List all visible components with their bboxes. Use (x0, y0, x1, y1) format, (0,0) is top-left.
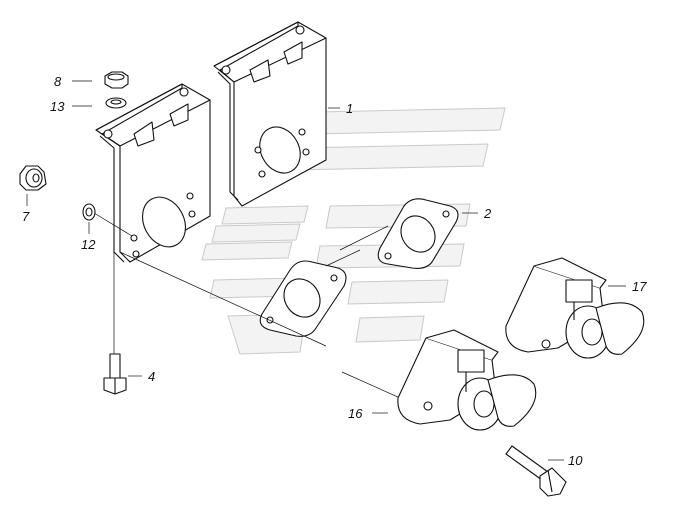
callout-1: 1 (346, 101, 353, 116)
callout-17: 17 (632, 279, 647, 294)
part-7-flange-nut (19, 165, 47, 191)
front-bracket (95, 83, 211, 263)
part-8-nut (104, 71, 129, 89)
callout-10: 10 (568, 453, 583, 468)
part-2-gasket-lower (259, 260, 347, 337)
callout-7: 7 (22, 209, 30, 224)
part-16-socket-housing (397, 329, 537, 431)
leader-lines (26, 80, 626, 461)
callout-labels: 1 2 4 7 8 10 12 13 16 17 (22, 74, 647, 468)
part-10-bolt (505, 445, 567, 497)
part-12-washer (82, 203, 96, 221)
callout-12: 12 (81, 237, 96, 252)
callout-4: 4 (148, 369, 155, 384)
callout-2: 2 (483, 206, 492, 221)
part-2-gasket-upper (377, 198, 459, 269)
callout-8: 8 (54, 74, 62, 89)
part-13-washer (105, 97, 127, 109)
part-17-socket-housing (505, 257, 645, 359)
callout-16: 16 (348, 406, 363, 421)
callout-13: 13 (50, 99, 65, 114)
part-1-bracket (213, 21, 327, 207)
part-4-bolt (103, 353, 127, 395)
